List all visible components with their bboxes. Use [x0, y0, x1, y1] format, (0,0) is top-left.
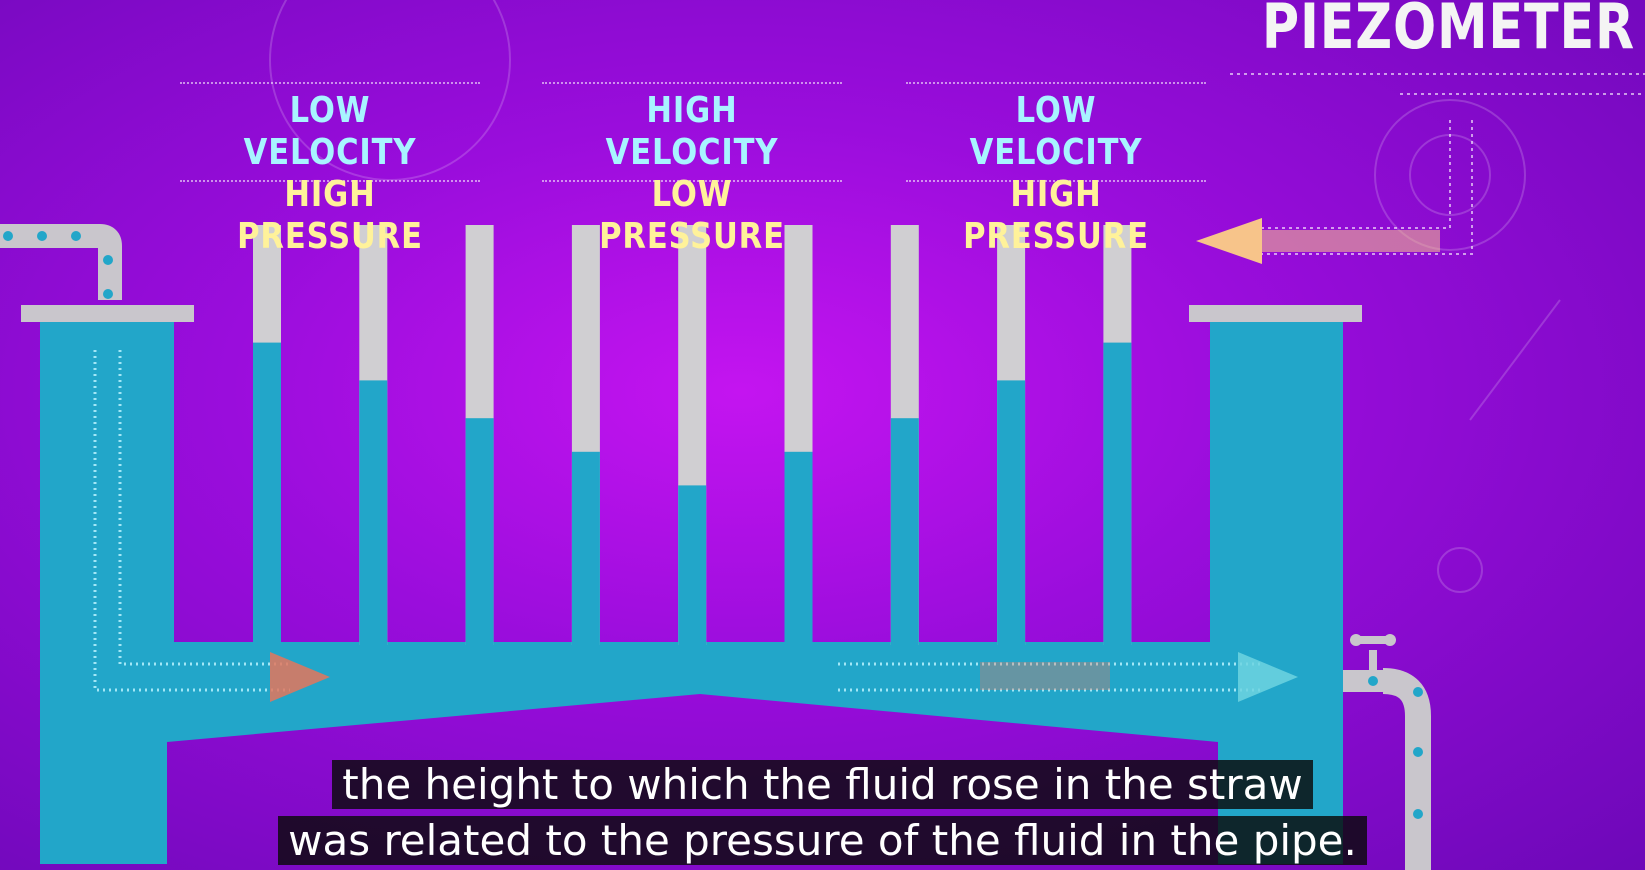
label-velocity: LOW VELOCITY: [969, 90, 1143, 173]
piezometer-tubes: [253, 225, 1132, 645]
fluid-body: [40, 322, 1343, 864]
page-title: PIEZOMETER: [1261, 0, 1635, 63]
label-outlet: LOW VELOCITY HIGH PRESSURE: [906, 82, 1206, 257]
piezometer-fluid-7: [890, 418, 919, 645]
inflow-arrow: [1196, 120, 1473, 264]
label-velocity: HIGH VELOCITY: [605, 90, 779, 173]
piezometer-fluid-9: [1103, 342, 1132, 645]
piezometer-fluid-4: [571, 451, 600, 645]
piezometer-fluid-8: [997, 380, 1026, 645]
flow-lines: [93, 350, 1260, 692]
caption-line-2: was related to the pressure of the fluid…: [0, 813, 1645, 869]
caption-line-1: the height to which the fluid rose in th…: [0, 757, 1645, 813]
piezometer-fluid-6: [784, 451, 813, 645]
flow-glow: [980, 662, 1110, 690]
left-tank-lid: [21, 305, 194, 322]
piezometer-fluid-2: [359, 380, 388, 645]
label-velocity: LOW VELOCITY: [243, 90, 417, 173]
piezometer-fluid-1: [253, 342, 281, 645]
inlet-pipe: [0, 224, 122, 300]
label-frame: [906, 82, 1206, 182]
flow-arrow-left: [270, 652, 330, 702]
flow-arrow-right: [1238, 652, 1298, 702]
label-pressure: LOW PRESSURE: [599, 174, 785, 257]
piezometer-fluid-5: [678, 485, 707, 645]
label-throat: HIGH VELOCITY LOW PRESSURE: [542, 82, 842, 257]
piezometer-fluid-3: [465, 418, 494, 645]
caption-text-1: the height to which the fluid rose in th…: [332, 760, 1313, 809]
label-pressure: HIGH PRESSURE: [237, 174, 423, 257]
label-pressure: HIGH PRESSURE: [963, 174, 1149, 257]
label-frame: [180, 82, 480, 182]
faucet: [1343, 634, 1431, 870]
label-inlet: LOW VELOCITY HIGH PRESSURE: [180, 82, 480, 257]
right-tank-lid: [1189, 305, 1362, 322]
title-frame: [1230, 73, 1645, 95]
label-frame: [542, 82, 842, 182]
caption-text-2: was related to the pressure of the fluid…: [278, 816, 1367, 865]
